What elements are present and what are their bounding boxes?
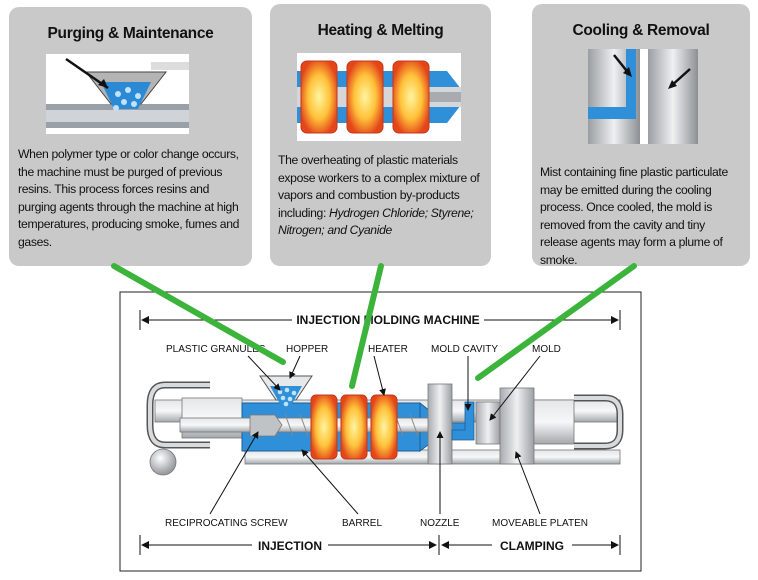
label-heater: HEATER (368, 344, 408, 355)
cooling-text: Mist containing fine plastic particulate… (540, 165, 728, 267)
connector-heating (349, 263, 384, 389)
label-moveable-platen: MOVEABLE PLATEN (492, 518, 588, 529)
label-hopper: HOPPER (286, 344, 328, 355)
moveable-platen (499, 387, 535, 465)
heater-closeup-image (297, 53, 461, 141)
label-reciprocating-screw: RECIPROCATING SCREW (165, 518, 288, 529)
diagram-title: INJECTION MOLDING MACHINE (296, 313, 479, 327)
mold-closeup-image (588, 49, 698, 144)
mold (475, 401, 501, 445)
purging-thumbnail (46, 54, 189, 134)
cooling-card: Cooling & Removal Mist containing fine p… (532, 4, 750, 267)
purging-text: When polymer type or color change occurs… (18, 147, 240, 249)
heater-band-2 (340, 394, 368, 460)
label-mold-cavity: MOLD CAVITY (431, 344, 498, 355)
label-mold: MOLD (532, 344, 561, 355)
cooling-thumbnail (588, 49, 698, 144)
heating-thumbnail (297, 53, 461, 141)
connector-cooling (475, 263, 637, 381)
heater-band-1 (310, 394, 338, 460)
ball-valve (149, 448, 177, 476)
section-injection: INJECTION (258, 539, 322, 553)
mold-cavity (451, 401, 475, 441)
label-nozzle: NOZZLE (420, 518, 460, 529)
heating-text-plain: The overheating of plastic materials exp… (278, 153, 480, 220)
connector-purging (111, 263, 286, 365)
hopper-closeup-image (46, 54, 189, 134)
heating-text-italic: Hydrogen Chloride; Styrene; Nitrogen; an… (278, 205, 474, 238)
section-clamping: CLAMPING (500, 539, 564, 553)
purging-card: Purging & Maintenance When polymer type … (9, 7, 252, 266)
label-barrel: BARREL (342, 518, 382, 529)
plastic-granules (277, 387, 297, 407)
cooling-title: Cooling & Removal (572, 22, 710, 39)
heating-text: The overheating of plastic materials exp… (278, 152, 483, 240)
purging-title: Purging & Maintenance (47, 25, 214, 42)
heating-card: Heating & Melting The overheating of pla… (270, 4, 491, 266)
label-plastic-granules: PLASTIC GRANULES (166, 344, 266, 355)
green-connectors (111, 263, 637, 389)
heating-title: Heating & Melting (317, 22, 444, 39)
heater-band-3 (370, 394, 398, 460)
